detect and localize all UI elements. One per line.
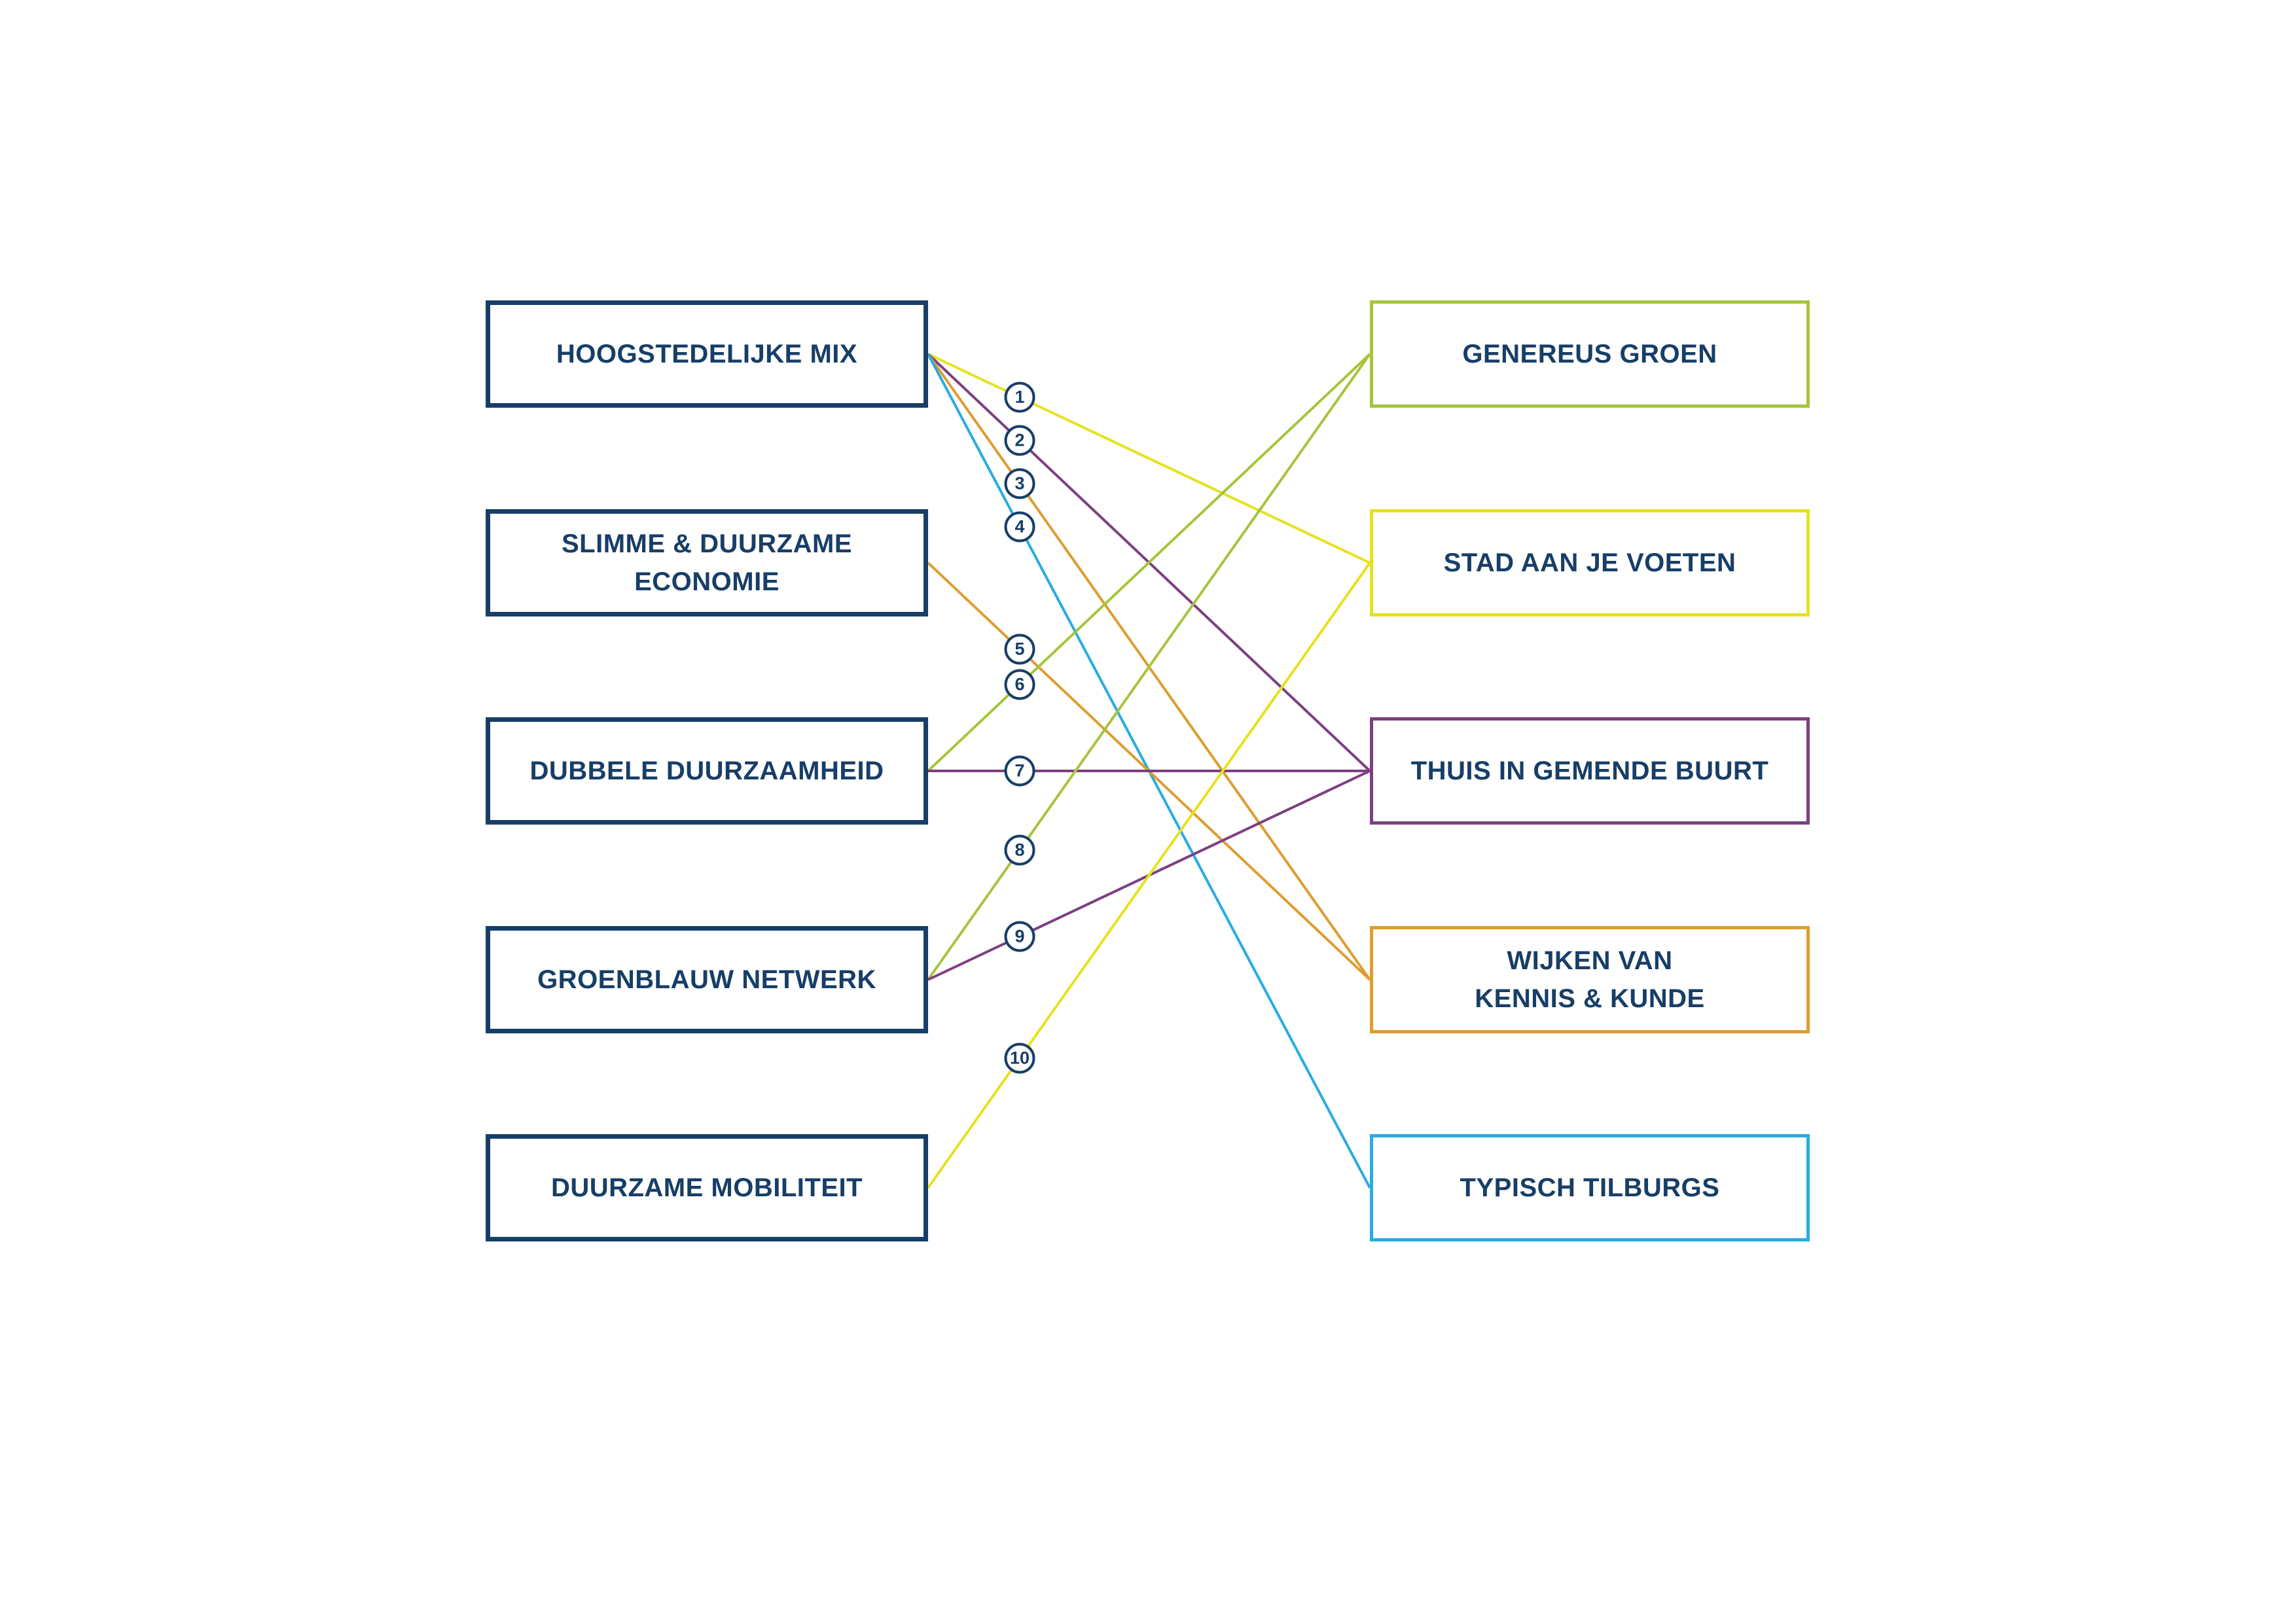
- left-node-dubbele-duurzaamheid: DUBBELE DUURZAAMHEID: [486, 717, 928, 825]
- left-node-slimme-duurzame-economie-label: SLIMME & DUURZAME ECONOMIE: [561, 529, 853, 596]
- right-node-genereus-groen-label: GENEREUS GROEN: [1462, 340, 1717, 368]
- right-node-thuis-in-gemende-buurt-label: THUIS IN GEMENDE BUURT: [1410, 757, 1769, 785]
- link-badge-6: 6: [1004, 669, 1035, 700]
- right-node-wijken-van-kennis-kunde-label: WIJKEN VAN KENNIS & KUNDE: [1475, 946, 1705, 1013]
- right-node-genereus-groen: GENEREUS GROEN: [1370, 300, 1810, 408]
- right-node-typisch-tilburgs: TYPISCH TILBURGS: [1370, 1134, 1810, 1241]
- left-node-hoogstedelijke-mix-label: HOOGSTEDELIJKE MIX: [556, 340, 858, 368]
- link-line-6: [927, 353, 1371, 772]
- link-badge-2: 2: [1004, 425, 1035, 456]
- link-badge-5: 5: [1004, 633, 1035, 665]
- right-node-stad-aan-je-voeten-label: STAD AAN JE VOETEN: [1443, 548, 1736, 577]
- right-node-typisch-tilburgs-label: TYPISCH TILBURGS: [1460, 1173, 1720, 1202]
- link-line-10: [927, 562, 1371, 1189]
- link-badge-3: 3: [1004, 468, 1035, 499]
- left-node-hoogstedelijke-mix: HOOGSTEDELIJKE MIX: [486, 300, 928, 408]
- link-badge-1: 1: [1004, 382, 1035, 413]
- right-node-wijken-van-kennis-kunde: WIJKEN VAN KENNIS & KUNDE: [1370, 926, 1810, 1033]
- left-node-dubbele-duurzaamheid-label: DUBBELE DUURZAAMHEID: [529, 757, 884, 785]
- link-line-8: [927, 353, 1371, 981]
- left-node-duurzame-mobiliteit: DUURZAME MOBILITEIT: [486, 1134, 928, 1241]
- left-node-groenblauw-netwerk-label: GROENBLAUW NETWERK: [537, 965, 876, 994]
- right-node-stad-aan-je-voeten: STAD AAN JE VOETEN: [1370, 509, 1810, 616]
- link-badge-9: 9: [1004, 921, 1035, 952]
- right-node-thuis-in-gemende-buurt: THUIS IN GEMENDE BUURT: [1370, 717, 1810, 825]
- link-badge-7: 7: [1004, 755, 1035, 787]
- link-badge-8: 8: [1004, 834, 1035, 866]
- link-line-1: [927, 353, 1371, 564]
- link-badge-4: 4: [1004, 511, 1035, 543]
- left-node-duurzame-mobiliteit-label: DUURZAME MOBILITEIT: [550, 1173, 863, 1202]
- left-node-slimme-duurzame-economie: SLIMME & DUURZAME ECONOMIE: [486, 509, 928, 616]
- link-badge-10: 10: [1004, 1043, 1035, 1074]
- left-node-groenblauw-netwerk: GROENBLAUW NETWERK: [486, 926, 928, 1033]
